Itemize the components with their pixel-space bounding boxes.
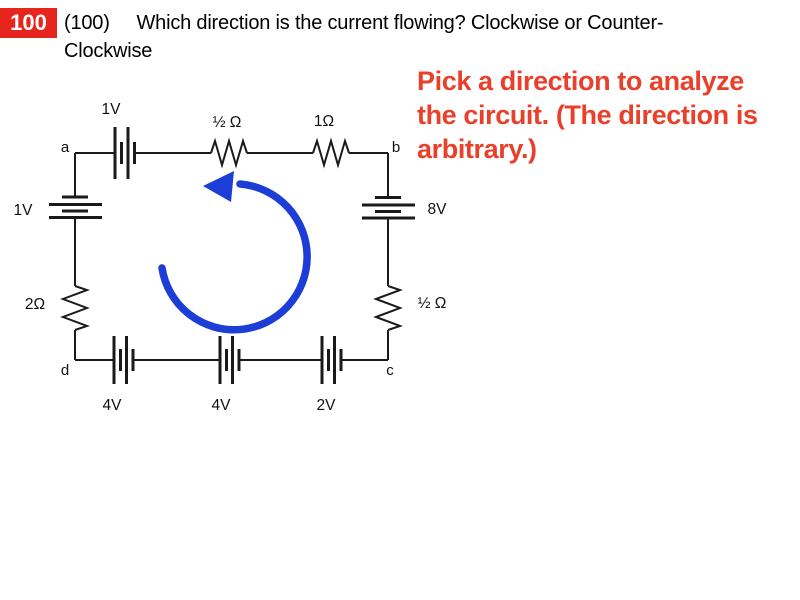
node-a-label: a (61, 139, 70, 156)
node-d-label: d (61, 362, 69, 379)
circuit-wires (74, 152, 389, 361)
node-c-label: c (386, 362, 394, 379)
battery-left-label: 1V (14, 202, 34, 219)
battery-right-icon (362, 196, 415, 220)
resistor-right-icon (373, 285, 403, 331)
resistor-top-1-label: ½ Ω (213, 114, 242, 131)
battery-right-label: 8V (428, 201, 448, 218)
resistor-left-label: 2Ω (25, 296, 45, 313)
instruction-note: Pick a direction to analyze the circuit.… (417, 66, 758, 164)
battery-top-icon (113, 127, 136, 179)
battery-top-label: 1V (102, 101, 122, 118)
current-direction-arrow (158, 171, 311, 334)
battery-bottom-1-icon (112, 336, 135, 384)
current-arrow-arc (158, 180, 311, 334)
current-arrow-head-icon (203, 171, 234, 202)
battery-bottom-3-label: 2V (317, 397, 337, 414)
battery-bottom-2-label: 4V (212, 397, 232, 414)
battery-bottom-3-icon (320, 336, 343, 384)
slide-number: 100 (10, 10, 47, 35)
node-b-label: b (392, 139, 400, 156)
resistor-top-1-icon (210, 137, 248, 169)
slide-number-badge: 100 (0, 8, 57, 38)
battery-left-icon (49, 195, 102, 219)
resistor-right-label: ½ Ω (418, 295, 447, 312)
resistor-left-icon (60, 285, 90, 331)
resistor-top-2-label: 1Ω (314, 113, 334, 130)
battery-bottom-2-icon (218, 336, 241, 384)
question-title: (100) Which direction is the current flo… (64, 12, 664, 62)
battery-bottom-1-label: 4V (103, 397, 123, 414)
resistor-top-2-icon (312, 137, 350, 169)
